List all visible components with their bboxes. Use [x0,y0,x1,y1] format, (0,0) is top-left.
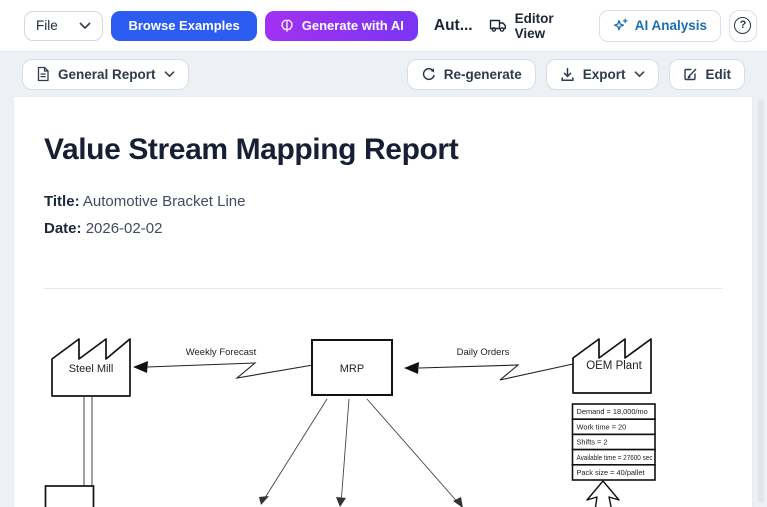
pencil-icon [683,67,698,82]
report-canvas: Value Stream Mapping Report Title: Autom… [14,97,752,507]
generate-ai-label: Generate with AI [301,18,404,33]
report-heading: Value Stream Mapping Report [44,133,459,166]
report-type-selector[interactable]: General Report [22,58,189,90]
report-toolbar: General Report Re-generate Export Edit [0,52,767,96]
weekly-forecast-label: Weekly Forecast [186,347,257,358]
file-menu[interactable]: File [24,10,104,41]
report-title-row: Title: Automotive Bracket Line [44,189,752,216]
export-label: Export [582,66,626,82]
download-icon [560,67,575,82]
ai-analysis-button[interactable]: AI Analysis [598,9,721,42]
daily-orders-label: Daily Orders [457,347,510,358]
shipment-arrow [586,480,620,507]
question-mark-icon: ? [734,17,752,34]
schedule-arrowhead [453,497,463,507]
top-toolbar: File Browse Examples Generate with AI Au… [0,0,767,52]
export-button[interactable]: Export [545,58,659,90]
editor-view-toggle[interactable]: Editor View [489,11,575,41]
weekly-forecast-arrow [146,362,314,379]
sparkles-icon [613,18,629,34]
schedule-arrowhead [336,497,346,507]
report-meta: Title: Automotive Bracket Line Date: 202… [44,189,752,242]
section-divider [44,288,723,289]
date-value: 2026-02-02 [85,219,163,237]
report-type-label: General Report [58,66,156,82]
oem-data-box: Demand = 18,000/mo Work time = 20 Shifts… [571,403,656,481]
file-menu-label: File [36,18,58,33]
generate-ai-button[interactable]: Generate with AI [264,10,418,41]
chevron-down-icon [634,70,645,78]
regenerate-label: Re-generate [443,66,522,82]
truck-icon [489,18,508,33]
chevron-down-icon [79,22,91,30]
report-date-row: Date: 2026-02-02 [44,216,752,243]
data-box-row: Demand = 18,000/mo [577,407,648,416]
steel-mill-factory-shape [51,338,131,397]
data-box-row: Shifts = 2 [577,438,608,447]
mrp-schedule-lines [262,398,462,507]
ai-analysis-label: AI Analysis [634,18,707,33]
steel-mill-label: Steel Mill [69,363,114,375]
edit-button[interactable]: Edit [668,58,745,90]
editor-view-label: Editor View [514,10,554,41]
inventory-box [44,485,95,507]
edit-label: Edit [705,66,732,82]
title-label: Title: [44,193,80,210]
brain-icon [279,18,295,34]
data-box-row: Available time = 27600 sec [577,453,653,462]
steel-mill-material-flow [83,396,93,486]
title-value: Automotive Bracket Line [82,193,246,210]
regenerate-button[interactable]: Re-generate [406,58,536,90]
oem-plant-factory-shape [572,338,652,394]
schedule-arrowhead [259,496,269,505]
chevron-down-icon [164,70,175,78]
daily-orders-arrowhead [404,362,419,374]
oem-plant-label: OEM Plant [586,360,642,372]
weekly-forecast-arrowhead [133,361,148,373]
vsm-diagram: Weekly Forecast Daily Orders Steel Mill … [44,338,656,507]
vertical-scrollbar[interactable] [758,99,764,503]
refresh-icon [421,67,436,82]
mrp-label: MRP [340,363,364,375]
daily-orders-arrow [418,363,574,381]
date-label: Date: [44,219,82,237]
help-button[interactable]: ? [728,9,757,42]
data-box-row: Pack size = 40/pallet [577,468,645,477]
document-icon [36,66,50,82]
browse-examples-button[interactable]: Browse Examples [111,10,257,41]
mrp-box [311,339,393,396]
data-box-row: Work time = 20 [577,422,627,431]
document-title: Aut... [433,16,473,34]
